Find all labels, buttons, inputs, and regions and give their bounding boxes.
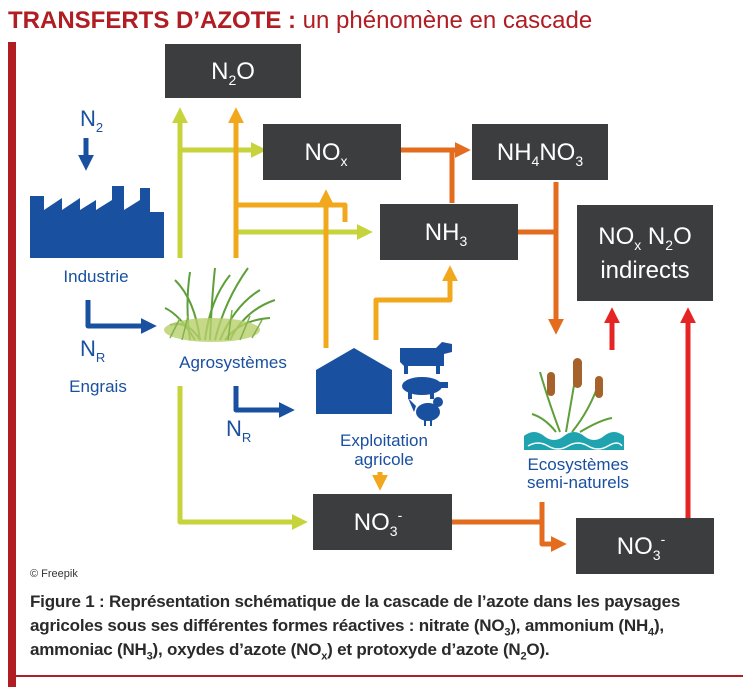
- pig-icon: [402, 377, 448, 399]
- box-nox: NOx: [263, 124, 401, 180]
- grass-fine-icon: [169, 309, 263, 341]
- label-nr-left: NR: [80, 336, 105, 365]
- svg-text:NH3: NH3: [425, 219, 468, 249]
- arrow-agro-to-nh3: [233, 223, 373, 258]
- box-nh4no3: NH4NO3: [472, 124, 608, 180]
- svg-text:NOx: NOx: [305, 139, 348, 169]
- svg-text:NO3-: NO3-: [354, 507, 403, 539]
- diagram-title: TRANSFERTS D’AZOTE : un phénomène en cas…: [8, 7, 592, 34]
- bottom-accent-rule: [16, 675, 743, 677]
- image-credit: © Freepik: [30, 568, 78, 580]
- box-no3-center: NO3-: [313, 494, 452, 550]
- left-accent-bar: [8, 42, 16, 687]
- arrow-nh3-to-ecosystems: [518, 229, 565, 335]
- chicken-icon: [408, 397, 443, 426]
- arrow-exploitation-to-nh3: [373, 265, 459, 340]
- svg-text:NO3-: NO3-: [617, 531, 666, 563]
- cow-icon: [400, 342, 452, 374]
- label-n2: N2: [80, 106, 103, 135]
- label-exploitation-1: Exploitation: [340, 431, 428, 450]
- arrow-agro-to-no3: [177, 386, 308, 531]
- label-industrie: Industrie: [63, 267, 128, 286]
- water-icon: [524, 432, 624, 450]
- grass-tufts-icon: [164, 318, 260, 342]
- barn-icon: [316, 348, 392, 414]
- arrow-no3-to-no3: [452, 519, 567, 553]
- flow-arrows: [77, 107, 697, 553]
- label-agrosystemes: Agrosystèmes: [179, 353, 287, 372]
- label-ecosystemes-1: Ecosystèmes: [527, 455, 628, 474]
- box-no3-right: NO3-: [576, 518, 714, 574]
- box-nox-n2o-indirects: NOx N2O indirects: [577, 205, 713, 301]
- svg-text:indirects: indirects: [600, 257, 689, 284]
- svg-text:NOx N2O: NOx N2O: [598, 223, 691, 253]
- svg-text:N2O: N2O: [211, 58, 255, 88]
- box-nh3: NH3: [380, 204, 518, 260]
- arrow-nr-to-exploitation: [233, 386, 295, 419]
- arrow-orange-link: [236, 202, 348, 222]
- svg-text:NH4NO3: NH4NO3: [497, 139, 583, 169]
- reeds-icon: [531, 358, 613, 433]
- label-ecosystemes-2: semi-naturels: [527, 473, 629, 492]
- box-n2o: N2O: [165, 44, 301, 98]
- label-exploitation-2: agricole: [354, 450, 414, 469]
- label-nr-mid: NR: [226, 416, 251, 445]
- label-engrais: Engrais: [69, 377, 127, 396]
- arrow-engrais-to-agro: [85, 300, 157, 335]
- figure-caption: Figure 1 : Représentation schématique de…: [30, 592, 681, 663]
- factory-icon: [30, 186, 164, 258]
